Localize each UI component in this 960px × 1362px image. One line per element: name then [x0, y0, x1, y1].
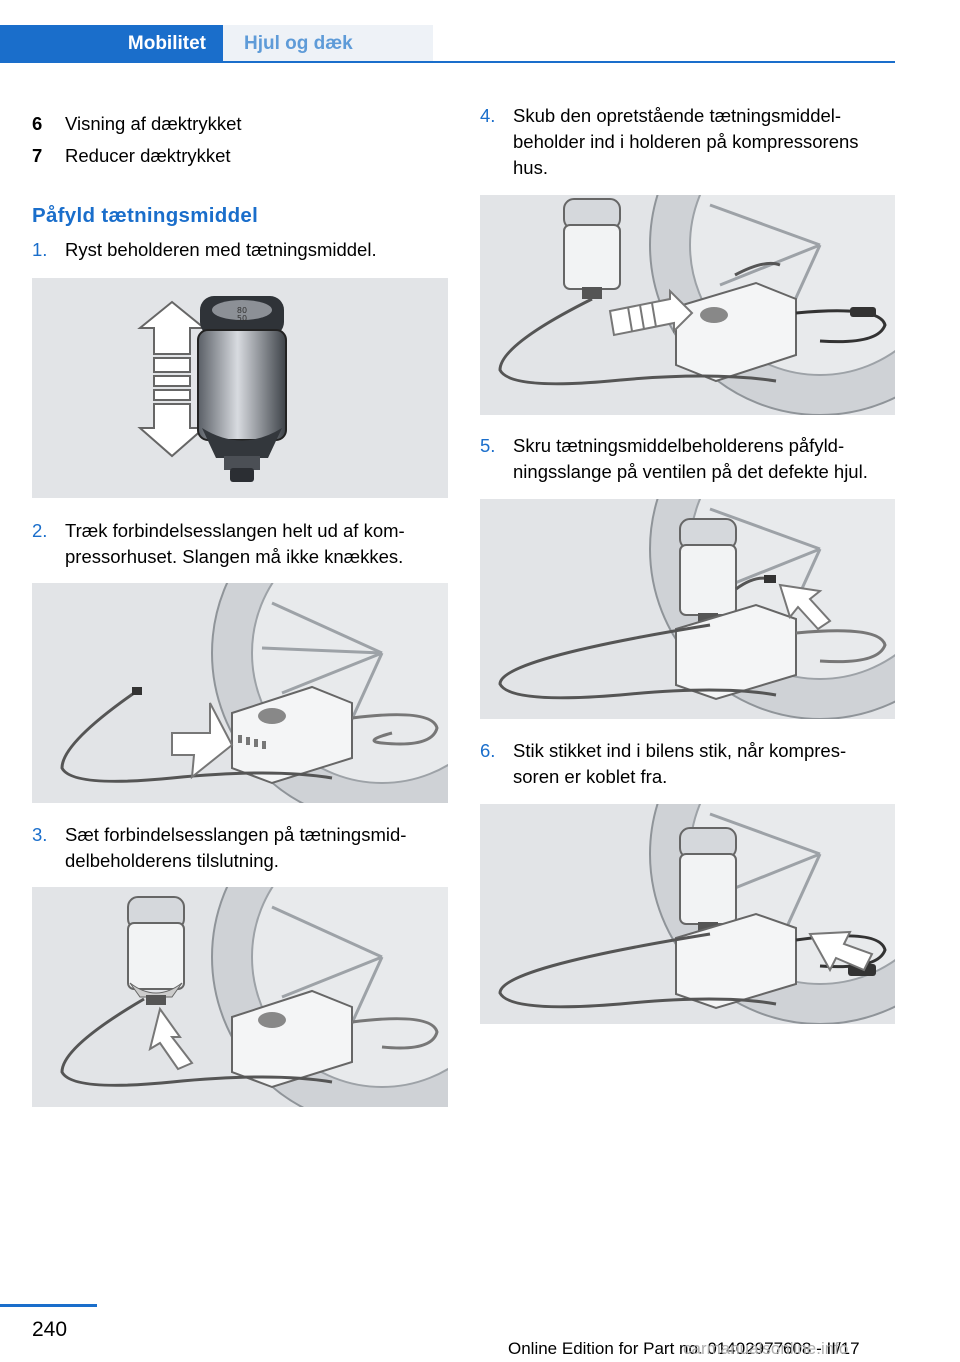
step-6: 6. Stik stikket ind i bilens stik, når k… — [480, 738, 895, 790]
legend-item: 6 Visning af dæktrykket — [32, 111, 448, 137]
step-number: 5. — [480, 435, 496, 456]
plug-connector-illustration — [498, 804, 895, 1024]
step-text: Træk forbindelsesslangen helt ud af kom-… — [65, 520, 405, 567]
screw-hose-illustration — [498, 499, 895, 719]
bottle-label-top: 80 — [237, 306, 247, 315]
connect-hose-illustration — [60, 887, 448, 1107]
step-5: 5. Skru tætningsmiddelbeholderens påfyld… — [480, 433, 895, 485]
step-number: 3. — [32, 824, 48, 845]
legend-number: 7 — [32, 145, 43, 166]
step-1: 1. Ryst beholderen med tætningsmiddel. — [32, 237, 448, 263]
pull-hose-illustration — [60, 583, 448, 803]
legend-list: 6 Visning af dæktrykket 7 Reducer dæktry… — [32, 111, 448, 169]
step-text: Stik stikket ind i bilens stik, når komp… — [513, 740, 847, 787]
header-divider — [223, 61, 895, 63]
figure-plug-connector — [480, 804, 895, 1024]
insert-bottle-illustration — [498, 195, 895, 415]
step-text: Sæt forbindelsesslangen på tætningsmid- … — [65, 824, 407, 871]
figure-shake-bottle: 80 50 — [32, 278, 448, 498]
footer-divider — [0, 1304, 97, 1307]
header-tabs: Mobilitet Hjul og dæk — [0, 25, 895, 63]
step-2: 2. Træk forbindelsesslangen helt ud af k… — [32, 518, 448, 570]
step-text: Ryst beholderen med tætningsmiddel. — [65, 239, 377, 260]
legend-number: 6 — [32, 113, 43, 134]
step-number: 1. — [32, 239, 48, 260]
legend-text: Reducer dæktrykket — [65, 145, 231, 166]
legend-text: Visning af dæktrykket — [65, 113, 242, 134]
tab-mobilitet[interactable]: Mobilitet — [0, 25, 223, 63]
page-number: 240 — [32, 1318, 68, 1341]
shake-bottle-illustration: 80 50 — [137, 296, 287, 482]
figure-pull-hose — [32, 583, 448, 803]
step-4: 4. Skub den opretstående tætningsmiddel-… — [480, 103, 895, 181]
tab-hjul-og-daek[interactable]: Hjul og dæk — [223, 25, 433, 63]
step-text: Skru tætningsmiddelbeholderens påfyld- n… — [513, 435, 868, 482]
step-number: 6. — [480, 740, 496, 761]
figure-screw-hose — [480, 499, 895, 719]
bottle-label-bottom: 50 — [237, 314, 247, 323]
step-text: Skub den opretstående tætningsmiddel- be… — [513, 105, 859, 178]
section-title: Påfyld tætningsmiddel — [32, 204, 259, 227]
step-number: 2. — [32, 520, 48, 541]
step-3: 3. Sæt forbindelsesslangen på tætningsmi… — [32, 822, 448, 874]
step-number: 4. — [480, 105, 496, 126]
watermark[interactable]: carmanualsonline.info — [683, 1339, 849, 1358]
legend-item: 7 Reducer dæktrykket — [32, 143, 448, 169]
edition-text: Online Edition for Part no. 01402977608 … — [508, 1339, 860, 1358]
figure-insert-bottle — [480, 195, 895, 415]
figure-connect-hose — [32, 887, 448, 1107]
